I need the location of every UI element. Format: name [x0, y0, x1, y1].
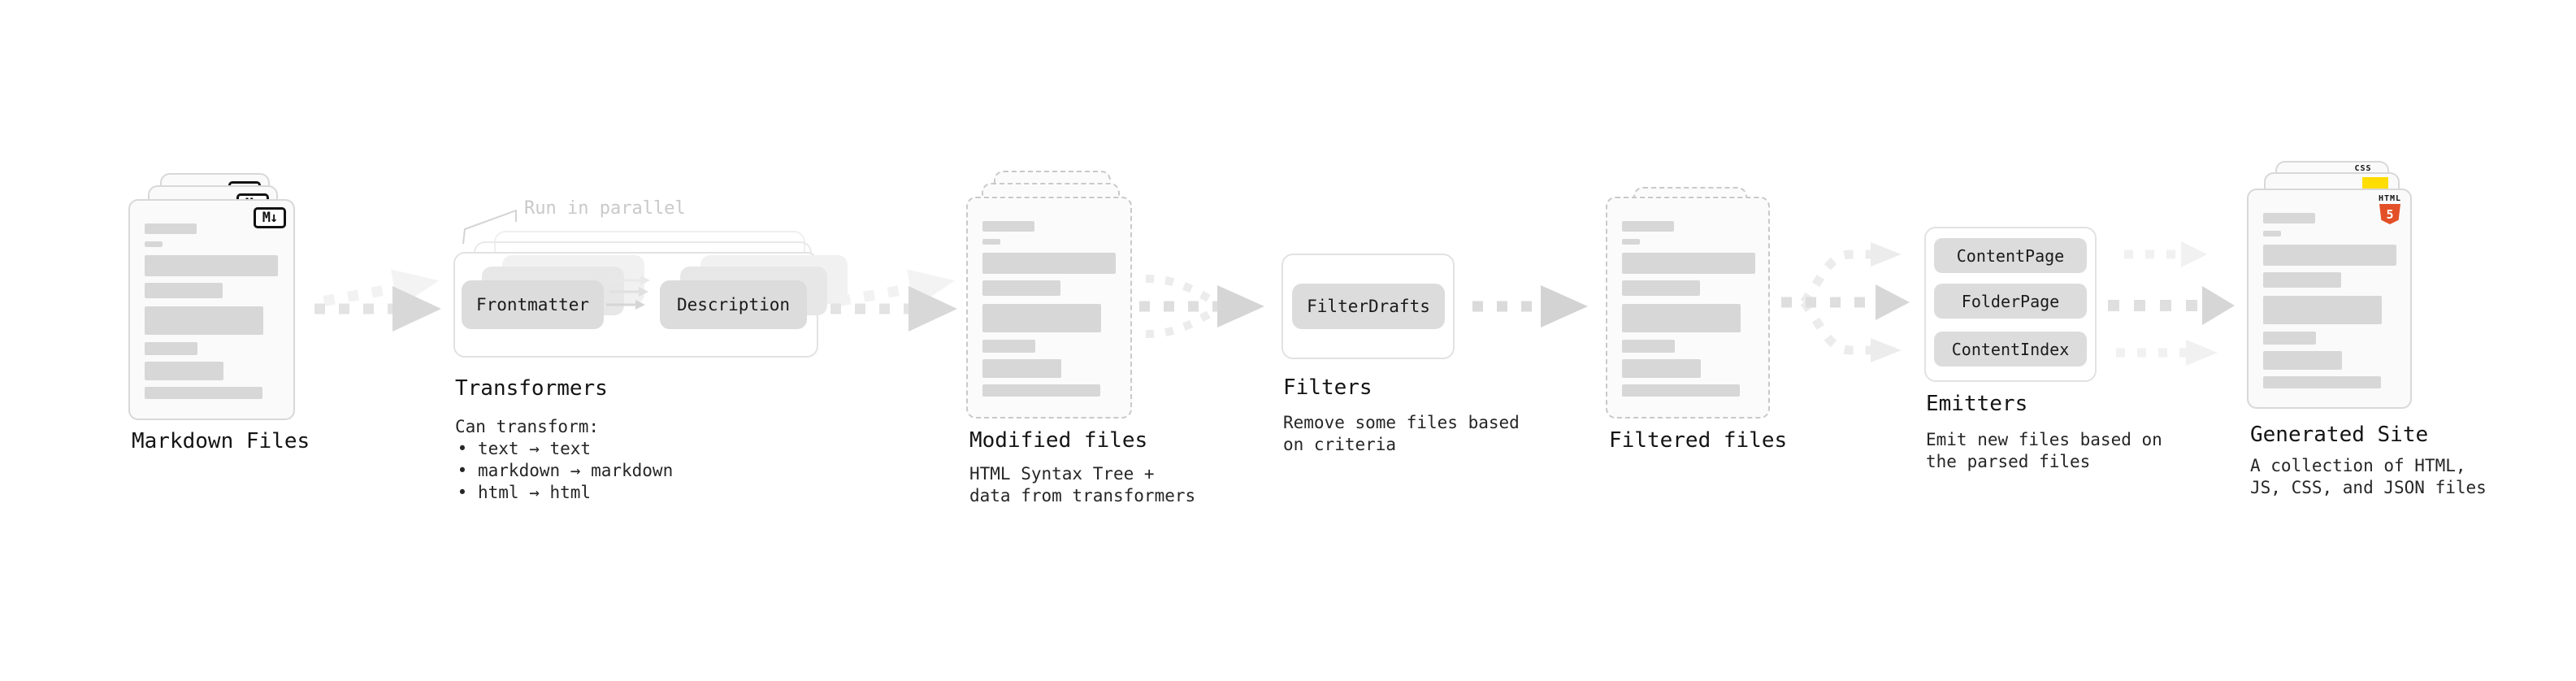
- run-in-parallel-annotation: Run in parallel: [524, 198, 686, 219]
- stage-generated-site: CSS HTML 5 Generated Site A col: [2247, 161, 2507, 518]
- skeleton-bar: [982, 304, 1101, 332]
- skeleton-bar: [982, 239, 1000, 245]
- js-badge: [2362, 177, 2388, 189]
- desc-line: Remove some files based: [1283, 413, 1520, 432]
- run-in-parallel-callout-line: [462, 209, 517, 245]
- skeleton-bar: [982, 253, 1116, 274]
- stage-transformers: Frontmatter Description Run in parallel …: [453, 198, 848, 523]
- arrow-transformers-to-modified: [830, 269, 957, 332]
- skeleton-bar: [1622, 221, 1674, 232]
- desc-line: data from transformers: [969, 486, 1196, 505]
- desc-line: the parsed files: [1926, 452, 2091, 471]
- desc-line: A collection of HTML,: [2250, 456, 2466, 475]
- emitter-node-folderpage: FolderPage: [1934, 284, 2087, 319]
- desc-line: on criteria: [1283, 435, 1397, 454]
- generated-site-description: A collection of HTML, JS, CSS, and JSON …: [2250, 455, 2487, 499]
- html5-icon-label: HTML: [2378, 194, 2402, 203]
- stage-title-generated-site: Generated Site: [2250, 423, 2429, 447]
- bullet-item: • html → html: [455, 482, 673, 504]
- generated-file-card-front: HTML 5: [2247, 189, 2412, 409]
- stage-markdown-files: M↓ M↓ M↓ Markdown Files: [128, 173, 372, 514]
- skeleton-bar: [145, 255, 278, 276]
- skeleton-bar: [982, 340, 1035, 353]
- stage-filters: FilterDrafts Filters Remove some files b…: [1281, 254, 1542, 497]
- transformer-node-frontmatter: Frontmatter: [462, 280, 604, 329]
- bullet-text: html → html: [478, 483, 592, 502]
- modified-file-card-front: [966, 197, 1132, 419]
- skeleton-bar: [2263, 213, 2315, 223]
- bullet-dot: •: [457, 483, 468, 502]
- stage-emitters: ContentPage FolderPage ContentIndex Emit…: [1924, 227, 2184, 495]
- skeleton-bar: [982, 280, 1060, 296]
- skeleton-bar: [2263, 231, 2281, 236]
- stage-title-filters: Filters: [1283, 375, 1373, 400]
- transformers-description: Can transform: • text → text • markdown …: [455, 416, 673, 504]
- stage-filtered-files: Filtered files: [1606, 187, 1850, 512]
- bullet-text: markdown → markdown: [478, 461, 674, 480]
- arrow-filtered-to-emitters: [1781, 242, 1910, 362]
- bullet-dot: •: [457, 439, 468, 458]
- skeleton-bar: [145, 241, 163, 247]
- bullet-item: • text → text: [455, 438, 673, 460]
- stage-modified-files: Modified files HTML Syntax Tree + data f…: [966, 171, 1210, 520]
- skeleton-bar: [982, 359, 1061, 378]
- bullet-item: • markdown → markdown: [455, 460, 674, 482]
- css-badge-label: CSS: [2354, 164, 2372, 173]
- skeleton-bar: [145, 283, 223, 298]
- desc-heading: Can transform:: [455, 417, 600, 436]
- skeleton-bar: [2263, 332, 2316, 345]
- arrow-markdown-to-transformers: [314, 269, 441, 332]
- skeleton-bar: [1622, 253, 1755, 274]
- transformer-node-description: Description: [660, 280, 807, 329]
- markdown-icon: M↓: [254, 207, 286, 228]
- skeleton-bar: [145, 306, 263, 335]
- skeleton-bar: [2263, 296, 2382, 324]
- arrow-filters-to-filtered: [1472, 285, 1588, 327]
- skeleton-bar: [145, 387, 262, 399]
- emitters-description: Emit new files based on the parsed files: [1926, 429, 2162, 473]
- bullet-text: text → text: [478, 439, 592, 458]
- emitter-node-contentindex: ContentIndex: [1934, 332, 2087, 367]
- desc-line: Emit new files based on: [1926, 430, 2162, 449]
- transformer-inner-arrows: [606, 275, 650, 310]
- skeleton-bar: [1622, 359, 1701, 378]
- desc-line: HTML Syntax Tree +: [969, 464, 1155, 484]
- bullet-dot: •: [457, 461, 468, 480]
- html5-icon-number: 5: [2386, 206, 2394, 222]
- skeleton-bar: [2263, 351, 2342, 370]
- stage-title-modified-files: Modified files: [969, 428, 1148, 453]
- skeleton-bar: [982, 384, 1100, 397]
- skeleton-bar: [2263, 272, 2341, 288]
- skeleton-bar: [1622, 304, 1741, 332]
- skeleton-bar: [982, 221, 1034, 232]
- html5-icon-shield: 5: [2379, 204, 2400, 224]
- skeleton-bar: [145, 342, 197, 355]
- modified-files-description: HTML Syntax Tree + data from transformer…: [969, 463, 1195, 507]
- skeleton-bar: [1622, 239, 1640, 245]
- stage-title-filtered-files: Filtered files: [1609, 428, 1788, 453]
- skeleton-bar: [145, 223, 197, 234]
- markdown-file-card-front: M↓: [128, 199, 295, 420]
- arrow-modified-to-filters: [1139, 275, 1264, 338]
- skeleton-bar: [1622, 280, 1700, 296]
- stage-title-markdown-files: Markdown Files: [132, 429, 310, 453]
- html5-icon: HTML 5: [2378, 194, 2402, 224]
- filters-description: Remove some files based on criteria: [1283, 412, 1520, 456]
- skeleton-bar: [145, 362, 223, 380]
- stage-title-emitters: Emitters: [1926, 392, 2028, 416]
- skeleton-bar: [1622, 340, 1675, 353]
- filtered-file-card-front: [1606, 197, 1770, 419]
- skeleton-bar: [2263, 245, 2396, 266]
- arrow-emitters-to-generated: [2108, 241, 2235, 366]
- skeleton-bar: [1622, 384, 1740, 397]
- skeleton-bar: [2263, 376, 2381, 388]
- emitter-node-contentpage: ContentPage: [1934, 238, 2087, 273]
- stage-title-transformers: Transformers: [455, 376, 608, 401]
- filter-node-filterdrafts: FilterDrafts: [1292, 284, 1445, 329]
- desc-line: JS, CSS, and JSON files: [2250, 478, 2487, 497]
